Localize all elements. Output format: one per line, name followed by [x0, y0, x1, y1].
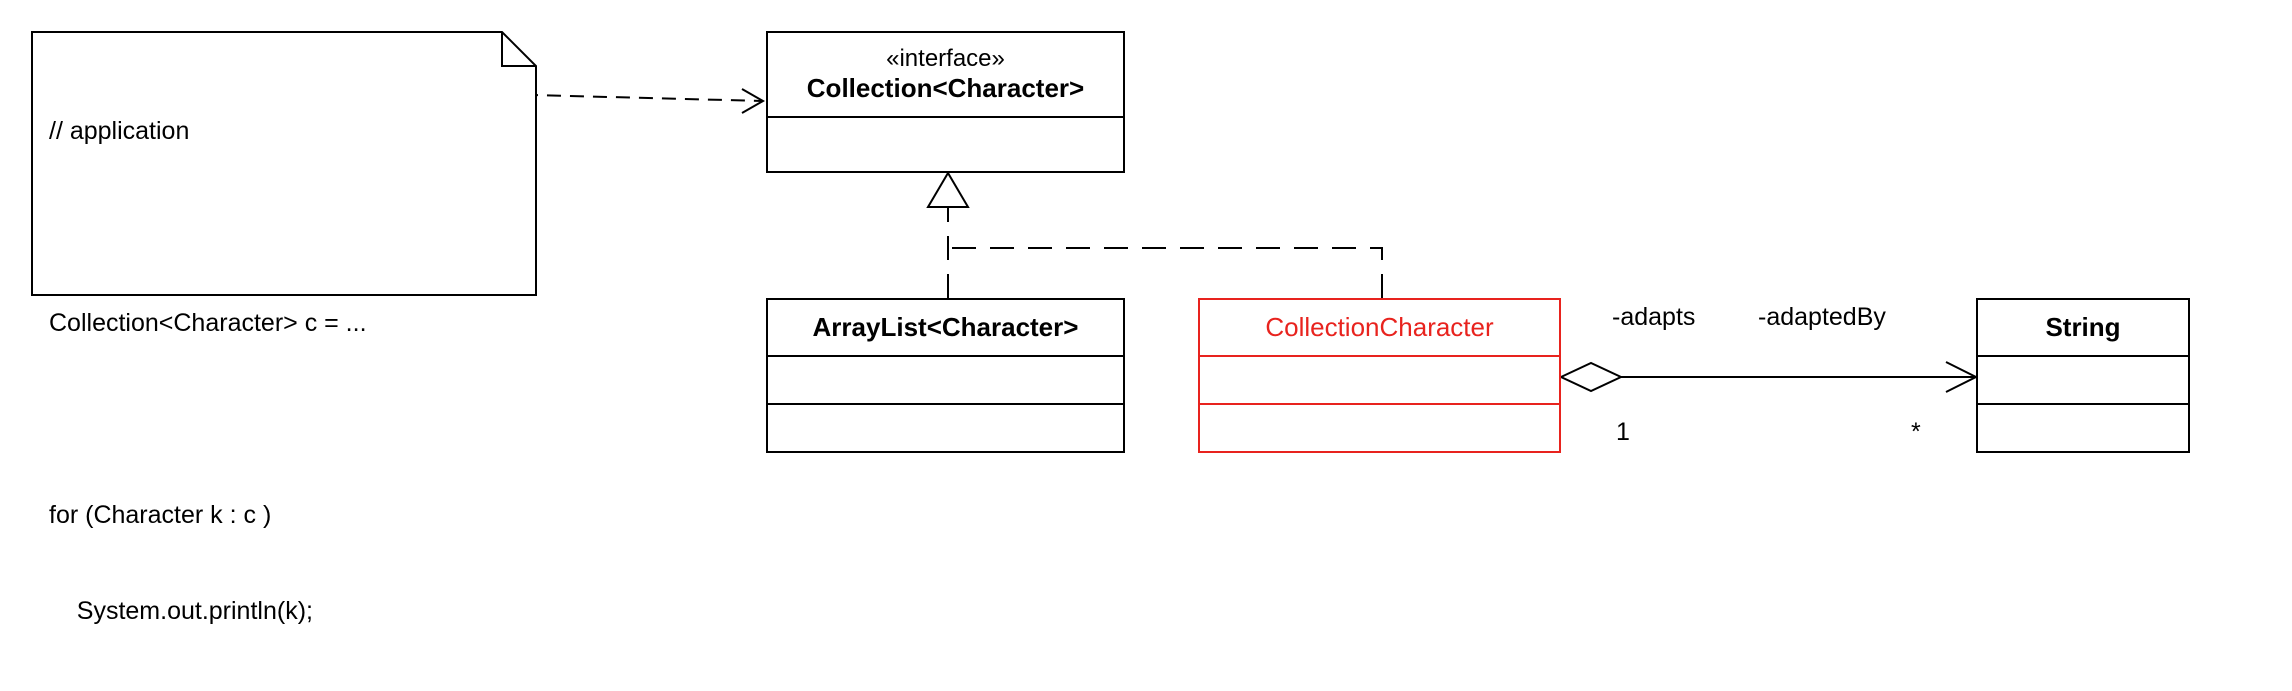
class-string: String: [1976, 298, 2190, 453]
attributes-compartment: [768, 357, 1123, 405]
class-header: ArrayList<Character>: [768, 300, 1123, 357]
class-header: «interface» Collection<Character>: [768, 33, 1123, 118]
connectors: [454, 88, 1979, 393]
realization-triangle: [926, 171, 970, 208]
note-shape: [31, 31, 537, 296]
uml-class-diagram: // application Collection<Character> c =…: [31, 31, 2190, 625]
multiplicity-target: *: [1911, 418, 1921, 446]
class-arraylist: ArrayList<Character>: [766, 298, 1125, 453]
attributes-compartment: [768, 118, 1123, 171]
dependency-arrowhead: [741, 88, 766, 114]
note-text: // application Collection<Character> c =…: [49, 51, 367, 691]
class-name: ArrayList<Character>: [812, 312, 1079, 342]
class-name: Collection<Character>: [806, 73, 1085, 103]
class-header: String: [1978, 300, 2188, 357]
class-name: String: [2045, 312, 2121, 342]
operations-compartment: [1200, 405, 1559, 451]
class-name: CollectionCharacter: [1265, 312, 1494, 342]
note-line: [49, 211, 367, 243]
role-label-source: -adapts: [1612, 303, 1696, 331]
note-line: for (Character k : c ): [49, 501, 272, 529]
operations-compartment: [768, 405, 1123, 451]
operations-compartment: [1978, 405, 2188, 451]
class-collection-character: CollectionCharacter: [1198, 298, 1561, 453]
note-line: // application: [49, 117, 190, 145]
attributes-compartment: [1978, 357, 2188, 405]
note-line: [49, 403, 367, 435]
class-header: CollectionCharacter: [1200, 300, 1559, 357]
aggregation-diamond: [1558, 361, 1624, 393]
note-line: Collection<Character> c = ...: [49, 309, 367, 337]
stereotype-label: «interface»: [886, 45, 1005, 72]
role-label-target: -adaptedBy: [1758, 303, 1886, 331]
attributes-compartment: [1200, 357, 1559, 405]
class-collection-interface: «interface» Collection<Character>: [766, 31, 1125, 173]
collectioncharacter-realization-line: [948, 247, 1383, 298]
multiplicity-source: 1: [1616, 418, 1630, 446]
code-note: // application Collection<Character> c =…: [31, 31, 537, 625]
note-line: System.out.println(k);: [49, 597, 313, 625]
